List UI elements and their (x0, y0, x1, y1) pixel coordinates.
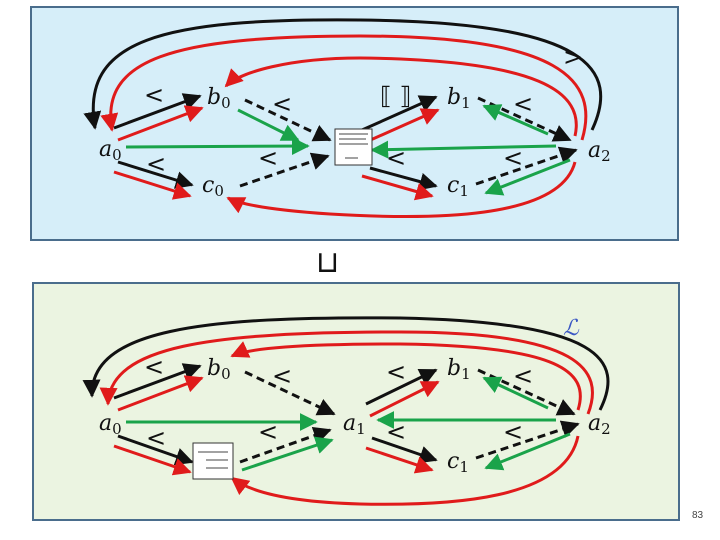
top-outer-red-arc-2 (224, 56, 578, 137)
top-outer-red-arc-1 (100, 34, 588, 141)
top-node-c0: c0 (202, 173, 224, 200)
top-edge-a2-c1-green (484, 158, 571, 196)
top-edge-mid-b1-black (361, 95, 438, 132)
top-mark-gt-outer: > (563, 43, 583, 71)
bottom-edge-a0-c0-red (113, 444, 192, 476)
bottom-edge-c1-a2-dashed (475, 420, 580, 460)
top-edge-a0-mid-green (125, 137, 310, 156)
top-mark-lt-c1-a2: < (503, 144, 523, 172)
bottom-panel-label: ℒ (563, 316, 580, 341)
top-edge-c1-a2-dashed (475, 146, 578, 186)
bottom-mark-lt-b1-a2: < (513, 362, 533, 390)
bottom-mark-lt-a1-b1: < (386, 358, 406, 386)
bottom-edge-a0-b0-red (117, 375, 204, 412)
bottom-node-b1: b1 (447, 356, 471, 383)
bottom-edge-a1-c1-red (365, 446, 434, 474)
bottom-edge-c0-a1-dashed (239, 426, 332, 464)
bottom-mark-lt-c1-a2: < (503, 418, 523, 446)
top-edge-a0-b0-red (117, 105, 204, 142)
bottom-outer-red-arc-2 (230, 341, 582, 411)
bottom-mark-lt-a0-b0: < (144, 353, 164, 381)
top-node-c1: c1 (447, 173, 469, 200)
bottom-edge-c0-a1-green (241, 436, 334, 472)
bottom-c0-node-box (192, 442, 234, 480)
top-node-a0: a0 (99, 137, 122, 164)
top-panel (30, 6, 679, 241)
bottom-edge-a0-c0-black (117, 434, 194, 466)
bottom-node-b0: b0 (207, 356, 231, 383)
top-edge-mid-c1-red (361, 174, 434, 201)
bottom-edge-a1-b1-red (369, 380, 440, 418)
top-edge-b0-mid-green (237, 108, 300, 142)
union-symbol: ⊔ (316, 245, 339, 280)
top-mark-lt-a0-b0: < (144, 81, 164, 109)
top-edge-a0-c0-red (113, 170, 192, 200)
top-edge-mid-b1-red (365, 108, 440, 144)
bottom-edge-a2-b1-green (482, 376, 549, 410)
top-mark-bracket: ⟦ ⟧ (380, 82, 411, 110)
top-mark-lt-c0-mid: < (258, 144, 278, 172)
top-mid-node-box (334, 128, 373, 166)
bottom-edge-a2-c1-green (484, 432, 571, 471)
bottom-outer-black-arc (82, 316, 610, 411)
top-node-b1: b1 (447, 85, 471, 112)
top-edge-b0-mid-dashed (244, 98, 332, 142)
top-edge-a0-b0-black (113, 93, 202, 130)
bottom-node-a2: a2 (588, 411, 611, 438)
page-number: 83 (692, 510, 704, 521)
bottom-node-a1: a1 (343, 411, 366, 438)
top-node-a2: a2 (588, 138, 611, 165)
top-mark-lt-b1-a2: < (513, 90, 533, 118)
top-mark-lt-mid-c1: < (386, 144, 406, 172)
bottom-node-c1: c1 (447, 449, 469, 476)
bottom-edge-a1-b1-black (365, 368, 438, 406)
top-edge-c0-mid-dashed (239, 152, 330, 188)
bottom-node-a0: a0 (99, 411, 122, 438)
top-node-b0: b0 (207, 85, 231, 112)
top-edge-a2-mid-green (370, 140, 557, 159)
top-edge-a2-b1-green (482, 104, 549, 136)
top-mark-lt-b0-mid: < (272, 90, 292, 118)
bottom-edge-a0-b0-black (113, 363, 202, 400)
bottom-mark-lt-a0-c0: < (146, 424, 166, 452)
top-outer-black-arc (83, 18, 603, 131)
bottom-bottom-red-arc (230, 435, 580, 506)
top-edge-a0-c0-black (117, 160, 194, 189)
bottom-mark-lt-b0-a1: < (272, 362, 292, 390)
bottom-edge-a1-c1-black (371, 436, 438, 464)
top-mark-lt-a0-c0: < (146, 150, 166, 178)
bottom-edge-b0-a1-dashed (244, 370, 336, 416)
bottom-outer-red-arc-1 (99, 330, 594, 415)
top-bottom-red-arc (226, 161, 577, 219)
bottom-mark-lt-c0-a1: < (258, 418, 278, 446)
bottom-mark-lt-a1-c1: < (386, 418, 406, 446)
